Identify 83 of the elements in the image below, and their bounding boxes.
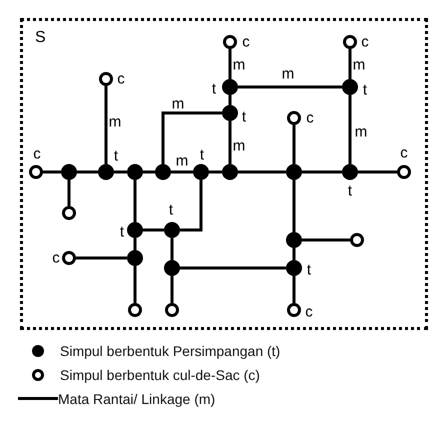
linkage-line bbox=[171, 170, 193, 174]
junction-node bbox=[342, 164, 358, 180]
node-label: t bbox=[212, 82, 216, 96]
linkage-line bbox=[238, 86, 342, 88]
junction-node bbox=[342, 79, 358, 95]
linkage-line bbox=[134, 266, 136, 303]
linkage-line bbox=[228, 95, 232, 105]
linkage-line bbox=[104, 86, 108, 164]
junction-node bbox=[98, 164, 114, 180]
linkage-line bbox=[228, 49, 232, 79]
node-label: c bbox=[306, 110, 314, 126]
junction-node bbox=[127, 164, 143, 180]
cul-de-sac-node bbox=[350, 233, 364, 247]
linkage-line bbox=[302, 238, 350, 242]
junction-node bbox=[164, 260, 180, 276]
linkage-line bbox=[134, 180, 136, 222]
cul-de-sac-node bbox=[99, 72, 113, 86]
node-label: t bbox=[114, 148, 118, 164]
node-label: t bbox=[306, 262, 312, 278]
linkage-line bbox=[68, 180, 70, 206]
linkage-line bbox=[43, 170, 61, 174]
study-area-frame bbox=[20, 18, 428, 330]
junction-node bbox=[222, 79, 238, 95]
node-label: t bbox=[120, 224, 124, 240]
linkage-line bbox=[302, 170, 342, 174]
node-label: t bbox=[362, 82, 368, 98]
linkage-line bbox=[77, 170, 98, 174]
junction-node bbox=[286, 232, 302, 248]
node-label: t bbox=[168, 202, 174, 218]
node-label: c bbox=[361, 34, 369, 50]
cul-de-sac-node bbox=[165, 303, 179, 317]
linkage-line bbox=[292, 248, 296, 260]
node-label: c bbox=[400, 146, 408, 160]
linkage-line bbox=[180, 180, 202, 232]
cul-de-sac-node bbox=[287, 303, 301, 317]
junction-node bbox=[164, 222, 180, 238]
junction-node bbox=[193, 164, 209, 180]
junction-node bbox=[127, 250, 143, 266]
linkage-line bbox=[143, 228, 164, 232]
cul-de-sac-node bbox=[62, 251, 76, 265]
legend-text: Simpul berbentuk Persimpangan (t) bbox=[60, 342, 280, 358]
node-label: c bbox=[52, 250, 60, 266]
junction-node bbox=[286, 164, 302, 180]
node-label: c bbox=[33, 146, 41, 162]
linkage-line bbox=[170, 238, 174, 260]
node-label: t bbox=[200, 148, 204, 162]
cul-de-sac-node bbox=[29, 165, 43, 179]
linkage-line bbox=[348, 49, 352, 79]
node-label: t bbox=[242, 110, 246, 124]
linkage-line bbox=[134, 238, 136, 250]
cul-de-sac-node bbox=[397, 165, 411, 179]
legend-text: Mata Rantai/ Linkage (m) bbox=[58, 390, 216, 406]
linkage-line bbox=[228, 121, 232, 164]
linkage-line bbox=[162, 112, 222, 164]
linkage-line bbox=[292, 125, 296, 164]
junction-node bbox=[222, 105, 238, 121]
junction-node bbox=[155, 164, 171, 180]
cul-de-sac-node bbox=[287, 111, 301, 125]
junction-node bbox=[286, 260, 302, 276]
node-label: c bbox=[117, 72, 125, 86]
linkage-line bbox=[238, 170, 286, 174]
linkage-line bbox=[209, 170, 222, 174]
linkage-line bbox=[143, 170, 155, 174]
cul-de-sac-node bbox=[223, 35, 237, 49]
legend-text: Simpul berbentuk cul-de-Sac (c) bbox=[60, 366, 260, 382]
junction-node bbox=[61, 164, 77, 180]
junction-node bbox=[127, 222, 143, 238]
linkage-line bbox=[358, 170, 397, 174]
linkage-line bbox=[114, 170, 127, 174]
linkage-line bbox=[76, 256, 127, 260]
linkage-line bbox=[292, 276, 296, 303]
linkage-line bbox=[348, 95, 352, 164]
junction-node bbox=[222, 164, 238, 180]
cul-de-sac-node bbox=[62, 206, 76, 220]
linkage-line bbox=[180, 266, 286, 270]
node-label: t bbox=[348, 184, 352, 198]
area-label: S bbox=[35, 30, 46, 46]
node-label: c bbox=[242, 34, 250, 50]
linkage-line bbox=[170, 276, 174, 303]
cul-de-sac-node bbox=[128, 303, 142, 317]
node-label: c bbox=[305, 304, 313, 320]
cul-de-sac-node bbox=[343, 35, 357, 49]
linkage-line bbox=[292, 180, 296, 232]
